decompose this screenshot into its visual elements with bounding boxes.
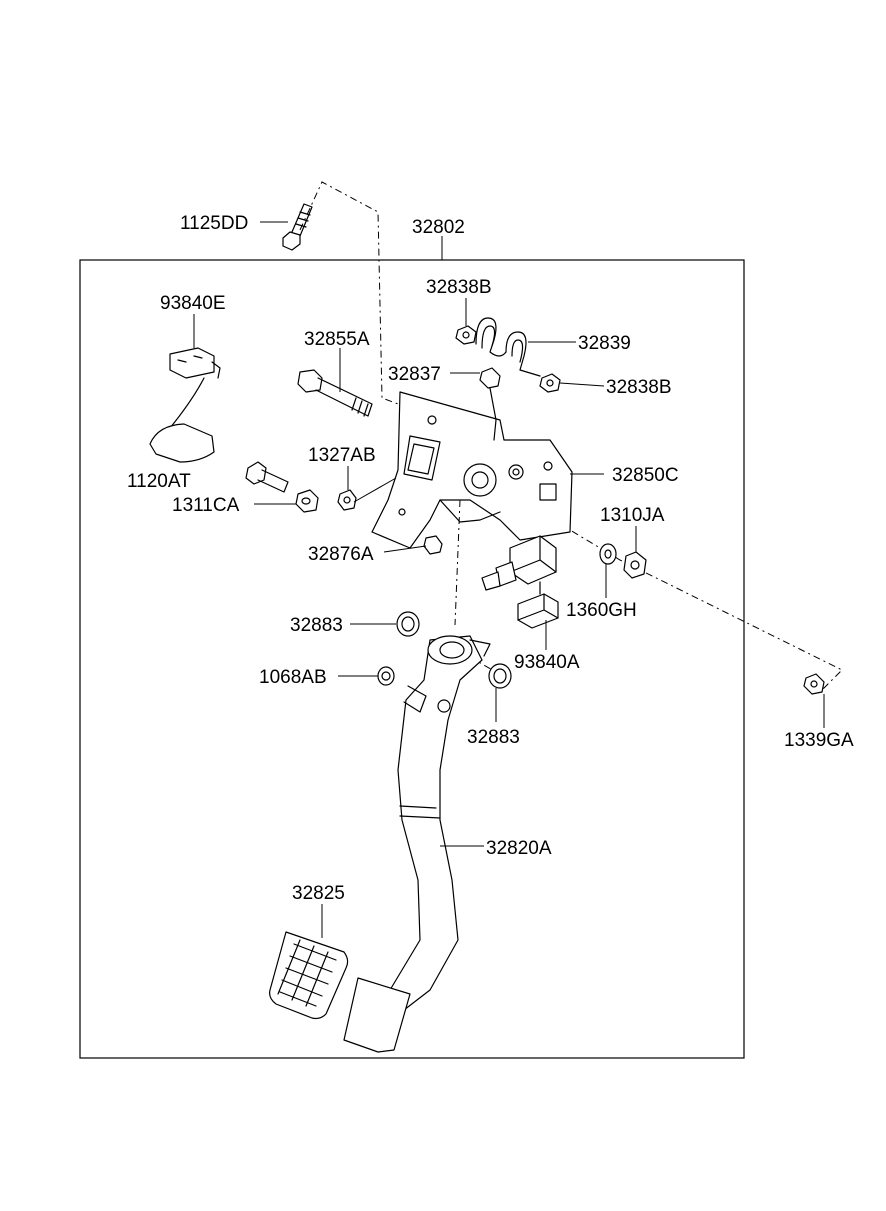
nut-32838B-right [539, 373, 561, 393]
label-32839: 32839 [578, 333, 631, 354]
label-1120AT: 1120AT [127, 471, 191, 492]
pedal-arm-32820A [343, 635, 491, 1053]
label-32838B-right: 32838B [606, 377, 672, 398]
spring-32839 [475, 317, 541, 377]
label-1339GA: 1339GA [784, 730, 854, 751]
nut-1327AB [337, 489, 357, 511]
bushing-32883-left [396, 611, 420, 637]
label-32837: 32837 [388, 364, 441, 385]
label-32850C: 32850C [612, 465, 679, 486]
label-1310JA: 1310JA [600, 505, 665, 526]
label-1311CA: 1311CA [172, 495, 240, 516]
label-32876A: 32876A [308, 544, 374, 565]
label-1125DD: 1125DD [180, 213, 248, 234]
washer-1068AB [377, 666, 395, 686]
nut-1339GA [803, 673, 825, 695]
assembly-frame [79, 259, 745, 1059]
label-32838B-top: 32838B [426, 277, 492, 298]
stop-lamp-switch [481, 535, 557, 591]
label-32802: 32802 [412, 217, 465, 238]
nut-32876A [423, 535, 443, 555]
label-32820A: 32820A [486, 838, 552, 859]
label-32825: 32825 [292, 883, 345, 904]
nut-1311CA [295, 489, 319, 513]
label-1327AB: 1327AB [308, 445, 376, 466]
nut-32838B-top [455, 325, 477, 345]
switch-93840E [149, 347, 221, 463]
washer-1360GH [599, 543, 617, 565]
bolt-1120AT [245, 461, 289, 493]
label-32883-left: 32883 [290, 615, 343, 636]
label-93840E: 93840E [160, 293, 226, 314]
bracket-32850C [371, 391, 573, 549]
label-1068AB: 1068AB [259, 667, 327, 688]
clip-32837 [479, 367, 501, 441]
pedal-pad-32825 [269, 931, 349, 1020]
nut-1310JA [623, 551, 647, 579]
leader-lines [193, 221, 825, 938]
label-1360GH: 1360GH [566, 600, 637, 621]
label-93840A: 93840A [514, 652, 580, 673]
label-32855A: 32855A [304, 329, 370, 350]
bolt-32855A [297, 369, 373, 417]
connector-93840A [517, 581, 559, 629]
bushing-32883-right [488, 663, 512, 689]
label-32883-right: 32883 [467, 727, 520, 748]
bolt-1125DD [282, 203, 313, 251]
